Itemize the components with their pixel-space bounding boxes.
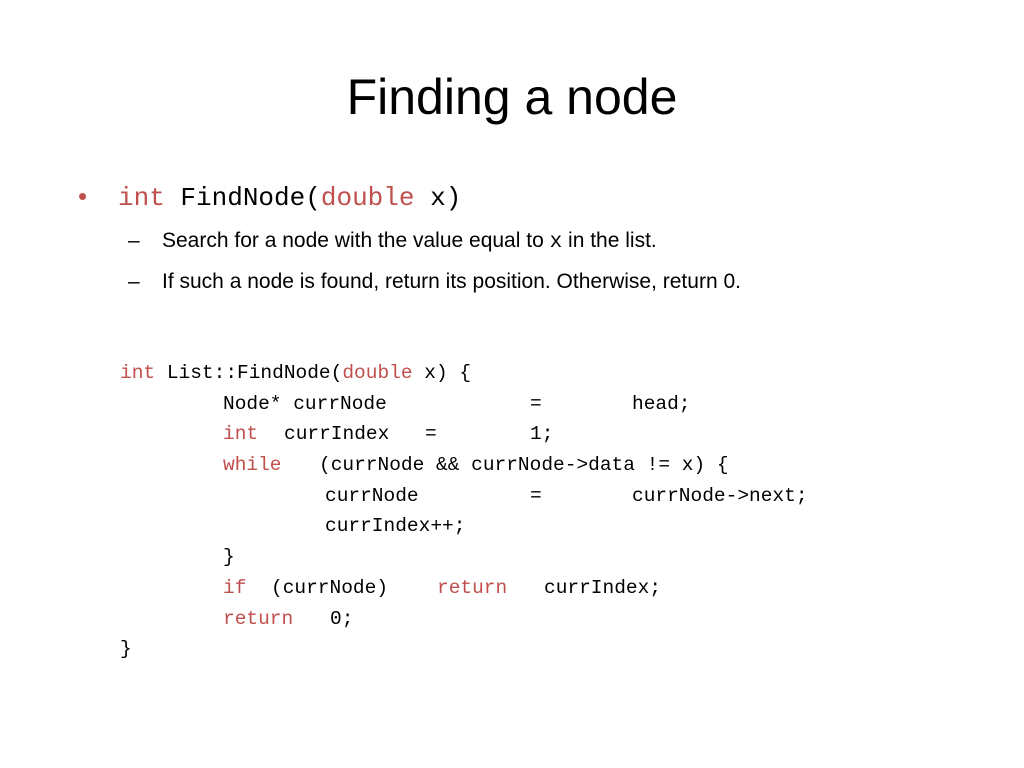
code-line-9: return 0; (120, 604, 471, 635)
code-text: 0; (330, 607, 354, 630)
code-line-10: } (120, 634, 471, 665)
sub-bullet-return: –If such a node is found, return its pos… (128, 267, 741, 297)
code-text: currIndex++; (325, 515, 466, 538)
code-text: } (223, 546, 235, 569)
sub-bullet-marker: – (128, 270, 140, 293)
code-keyword: int (120, 362, 156, 384)
code-text: Node* currNode (223, 392, 387, 415)
code-keyword: return (437, 576, 508, 599)
code-text: head; (632, 392, 691, 415)
code-keyword: while (223, 454, 282, 477)
sub-bullet-search: –Search for a node with the value equal … (128, 226, 657, 258)
bullet-signature: • int FindNode(double x) (78, 178, 461, 216)
code-keyword: double (342, 362, 413, 384)
code-line-6: currIndex++; (120, 511, 471, 542)
code-operator: = (530, 484, 542, 507)
code-keyword: int (223, 423, 259, 446)
code-line-8: if (currNode) return currIndex; (120, 573, 661, 604)
code-text: (currNode) (271, 576, 389, 599)
code-text: } (120, 638, 132, 661)
code-text: x) { (424, 362, 472, 384)
code-text: (currNode && currNode->data != x) { (319, 454, 729, 477)
code-block: int List::FindNode(double x) { Node* cur… (120, 358, 808, 665)
code-keyword: if (223, 576, 247, 599)
code-line-7: } (120, 542, 471, 573)
code-text: currIndex; (544, 576, 662, 599)
code-line-2: Node* currNode = head; (120, 389, 691, 420)
bullet-marker: • (78, 181, 88, 211)
code-line-5: currNode = currNode->next; (120, 481, 808, 512)
code-operator: = (530, 392, 542, 415)
code-text: currNode (325, 484, 419, 507)
slide-title: Finding a node (346, 69, 678, 125)
param-rest: x) (430, 183, 462, 213)
code-operator: = (425, 423, 437, 446)
return-type: int (118, 183, 165, 213)
inline-code-x: x (549, 231, 563, 254)
code-text: currIndex (284, 423, 390, 446)
code-text: 1; (530, 423, 554, 446)
sub-bullet-text-after: in the list. (562, 229, 657, 252)
sub-bullet-text-before: Search for a node with the value equal t… (162, 229, 550, 252)
function-name: FindNode( (180, 183, 321, 213)
code-line-1: int List::FindNode(double x) { (120, 358, 471, 389)
code-line-3: int currIndex = 1; (120, 419, 553, 450)
sub-bullet-text: If such a node is found, return its posi… (162, 270, 741, 293)
code-keyword: return (223, 607, 294, 630)
code-text: List::FindNode( (166, 362, 343, 384)
sub-bullet-marker: – (128, 229, 140, 252)
code-text: currNode->next; (632, 484, 808, 507)
code-line-4: while (currNode && currNode->data != x) { (120, 450, 729, 481)
param-type: double (320, 183, 415, 213)
